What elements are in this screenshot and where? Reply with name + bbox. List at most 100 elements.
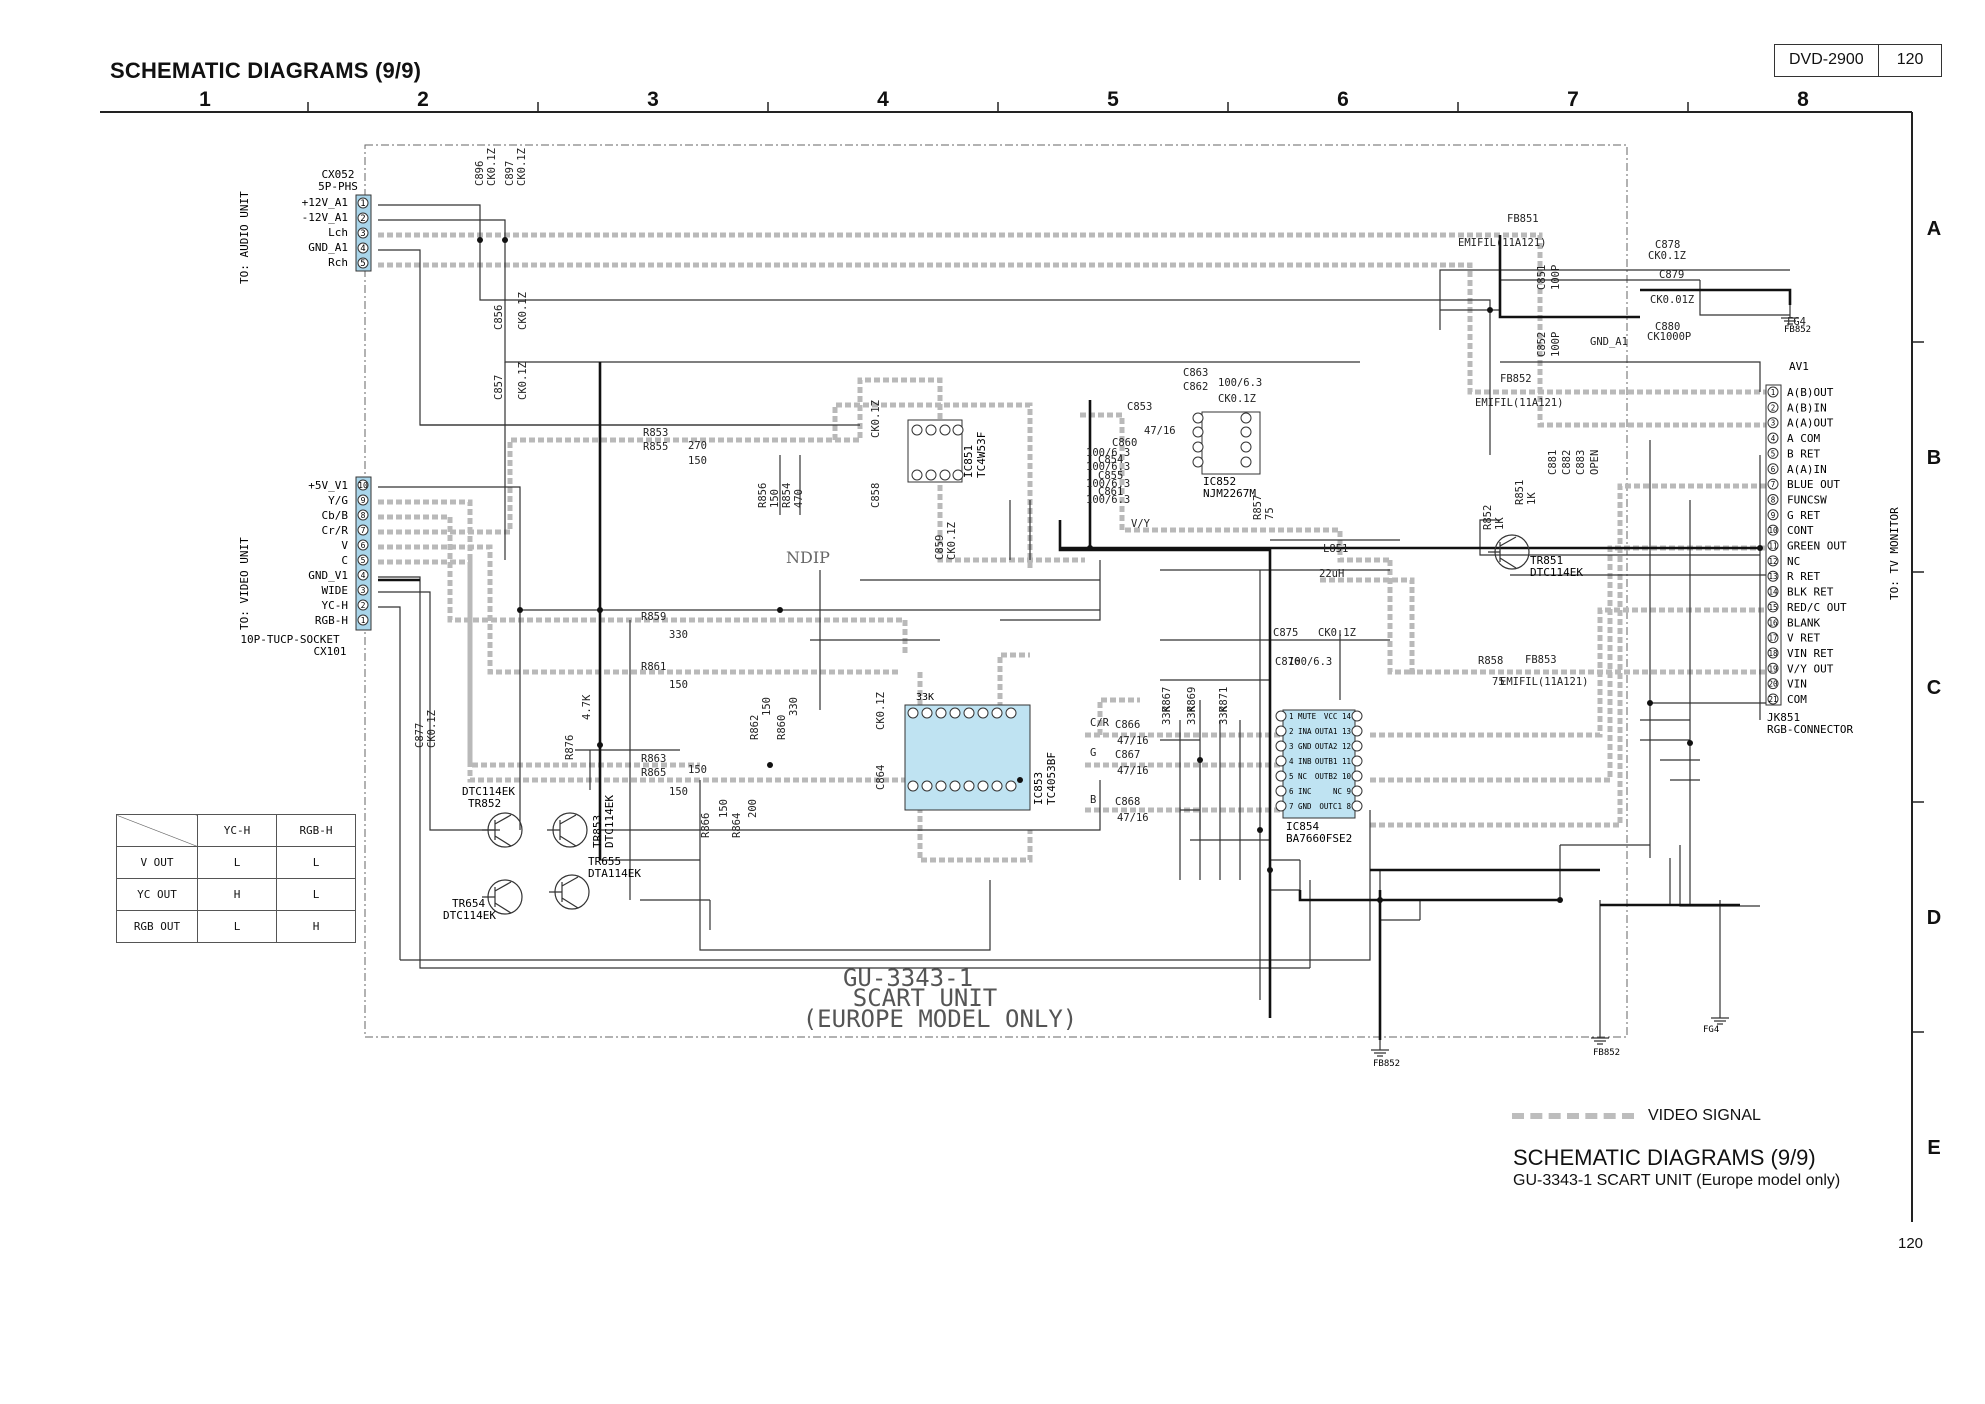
svg-text:C861: C861 (1098, 486, 1123, 498)
ic854-part: BA7660FSE2 (1286, 832, 1352, 845)
scart-pin-label: A(A)IN (1787, 463, 1827, 476)
scart-pin-9 (1767, 509, 1779, 521)
ic-853: 33K IC853 TC4053BF (904, 692, 1058, 811)
scart-pin-16 (1767, 616, 1779, 628)
svg-text:7 GND: 7 GND (1289, 802, 1312, 811)
pin-label-rgbh: RGB-H (315, 614, 348, 627)
ground-labels: FB852 FB852 FB852 FG4 (1373, 325, 1811, 1069)
svg-text:150: 150 (761, 697, 773, 716)
truth-header-rgbh: RGB-H (276, 814, 356, 847)
to-video-unit: TO: VIDEO UNIT (238, 537, 251, 630)
svg-text:V/Y: V/Y (1131, 518, 1151, 530)
connector-cx101: 10 9 8 7 6 5 4 3 2 1 +5V_V1 Y/G Cb/B Cr/… (238, 476, 372, 658)
pin-label-gnd-a1: GND_A1 (308, 241, 348, 254)
svg-text:DTC114EK: DTC114EK (443, 909, 496, 922)
svg-text:47/16: 47/16 (1117, 735, 1149, 747)
grid-col-4: 4 (877, 88, 889, 111)
svg-text:R861: R861 (641, 661, 666, 673)
scart-pin-label: CONT (1787, 524, 1814, 537)
svg-text:TR851: TR851 (1530, 554, 1563, 567)
svg-text:R866: R866 (700, 813, 712, 838)
svg-text:47/16: 47/16 (1144, 425, 1176, 437)
pin-label-c: C (341, 554, 348, 567)
svg-text:1: 1 (361, 616, 366, 625)
scart-pin-15 (1767, 601, 1779, 613)
scart-pin-num: 9 (1771, 511, 1776, 520)
scart-pin-label: V RET (1787, 632, 1820, 645)
truth-corner (116, 814, 198, 847)
svg-text:75: 75 (1492, 676, 1505, 688)
to-audio-unit: TO: AUDIO UNIT (238, 191, 251, 284)
svg-text:C882: C882 (1561, 450, 1573, 475)
svg-text:OPEN: OPEN (1589, 450, 1601, 475)
grid-col-5: 5 (1107, 88, 1119, 111)
grid-col-7: 7 (1567, 88, 1579, 111)
scart-pin-20 (1767, 678, 1779, 690)
svg-text:CK0.1Z: CK0.1Z (426, 710, 438, 748)
scart-pin-label: NC (1787, 555, 1800, 568)
svg-text:TR654: TR654 (452, 897, 485, 910)
svg-text:TR852: TR852 (468, 797, 501, 810)
junction-dots (477, 237, 1763, 903)
scart-pin-label: A COM (1787, 432, 1820, 445)
component-labels: C896 CK0.1Z C897 CK0.1Z FB851 EMIFIL(11A… (414, 148, 1806, 838)
jk851-type: RGB-CONNECTOR (1767, 723, 1853, 736)
svg-text:DTC114EK: DTC114EK (462, 785, 515, 798)
svg-text:C878: C878 (1655, 239, 1680, 251)
svg-text:C883: C883 (1575, 450, 1587, 475)
svg-text:CK0.1Z: CK0.1Z (516, 148, 528, 186)
svg-text:R853: R853 (643, 427, 668, 439)
truth-cell: L (276, 878, 356, 911)
svg-text:R852: R852 (1482, 505, 1494, 530)
ic851-part: TC4W53F (975, 432, 988, 478)
svg-text:C867: C867 (1115, 749, 1140, 761)
scart-pin-num: 19 (1768, 664, 1777, 673)
svg-text:470: 470 (793, 489, 805, 508)
svg-text:R858: R858 (1478, 655, 1503, 667)
grid-col-6: 6 (1337, 88, 1349, 111)
svg-text:1K: 1K (1526, 492, 1538, 505)
scart-pin-label: A(B)OUT (1787, 386, 1834, 399)
svg-text:VCC 14: VCC 14 (1324, 712, 1352, 721)
svg-text:C876: C876 (1275, 656, 1300, 668)
svg-text:FB852: FB852 (1373, 1059, 1400, 1069)
scart-pin-5 (1767, 447, 1779, 459)
svg-text:C868: C868 (1115, 796, 1140, 808)
scart-pin-num: 15 (1768, 603, 1777, 612)
scart-pin-7 (1767, 478, 1779, 490)
svg-text:7: 7 (361, 526, 366, 535)
cx052-ref: CX052 (321, 168, 354, 181)
scart-pin-13 (1767, 570, 1779, 582)
scart-pin-num: 14 (1768, 588, 1778, 597)
legend-label: VIDEO SIGNAL (1648, 1107, 1761, 1124)
ic853-pin-labels: 33K (916, 692, 934, 703)
svg-text:CK0.1Z: CK0.1Z (486, 148, 498, 186)
svg-text:FB852: FB852 (1784, 325, 1811, 335)
scart-pin-6 (1767, 463, 1779, 475)
svg-text:33K: 33K (1218, 705, 1230, 725)
svg-text:100/6.3: 100/6.3 (1086, 447, 1130, 459)
scart-pin-19 (1767, 662, 1779, 674)
svg-text:C864: C864 (875, 765, 887, 790)
svg-text:EMIFIL(11A121): EMIFIL(11A121) (1500, 676, 1589, 688)
svg-text:R871: R871 (1218, 687, 1230, 712)
grid-row-b: B (1926, 447, 1942, 469)
svg-text:C857: C857 (493, 375, 505, 400)
scart-pin-num: 3 (1771, 419, 1776, 428)
svg-text:CK0.1Z: CK0.1Z (517, 362, 529, 400)
scart-pin-11 (1767, 540, 1779, 551)
svg-text:C/R: C/R (1090, 717, 1110, 729)
svg-text:C866: C866 (1115, 719, 1140, 731)
scart-pin-label: B RET (1787, 447, 1820, 460)
legend-video-signal-swatch (1512, 1113, 1634, 1119)
ic853-part: TC4053BF (1045, 752, 1058, 805)
unit-name: GU-3343-1 SCART UNIT (EUROPE MODEL ONLY) (803, 964, 1078, 1033)
scart-pin-10 (1767, 524, 1779, 536)
svg-text:150: 150 (669, 786, 688, 798)
svg-text:R869: R869 (1186, 687, 1198, 712)
pin-label-gnd-v1: GND_V1 (308, 569, 348, 582)
pin-label-yg: Y/G (328, 494, 348, 507)
unit-boundary (364, 144, 1628, 1038)
scart-pin-label: BLANK (1787, 616, 1820, 629)
